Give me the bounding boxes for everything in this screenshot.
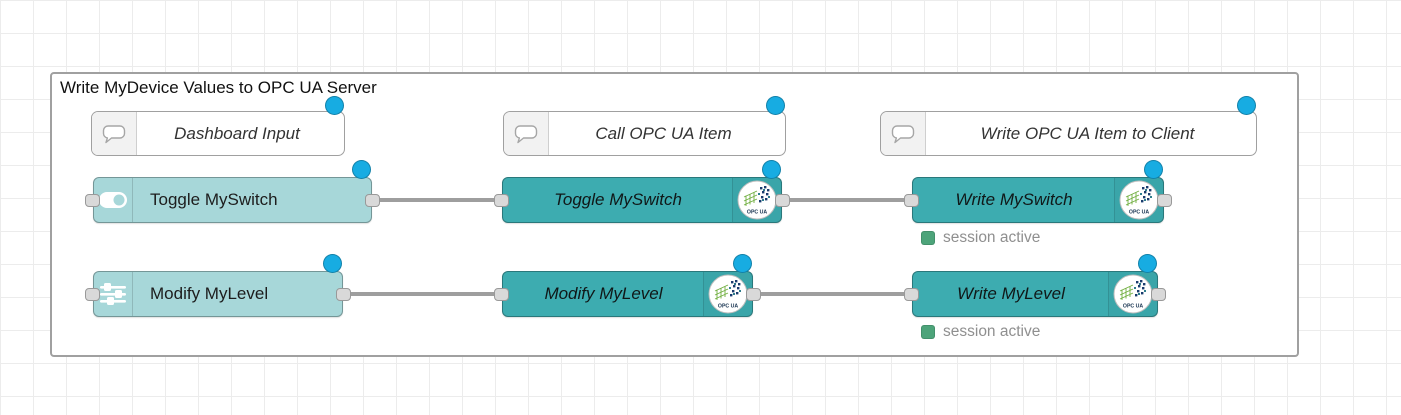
output-port[interactable] (1157, 194, 1172, 207)
opcua-logo-icon: OPC UA (1108, 272, 1157, 316)
node-opcua-item-toggle-myswitch[interactable]: Toggle MySwitch OPC UA (502, 177, 782, 223)
output-port[interactable] (1151, 288, 1166, 301)
node-changed-indicator (762, 160, 781, 179)
sliders-icon (94, 272, 133, 316)
comment-bubble-icon (92, 112, 137, 155)
wire-level-ui-to-opcua[interactable] (341, 292, 503, 296)
node-label: Write MyLevel (957, 284, 1065, 303)
comment-node-dashboard-input[interactable]: Dashboard Input (91, 111, 345, 156)
node-changed-indicator (1138, 254, 1157, 273)
comment-node-write-opcua-item-to-client[interactable]: Write OPC UA Item to Client (880, 111, 1257, 156)
node-label: Write MySwitch (955, 190, 1073, 209)
opcua-logo-icon: OPC UA (703, 272, 752, 316)
node-label: Modify MyLevel (544, 284, 663, 303)
node-label: Toggle MySwitch (150, 190, 278, 209)
output-port[interactable] (746, 288, 761, 301)
opcua-badge-text: OPC UA (718, 304, 738, 310)
node-changed-indicator (1144, 160, 1163, 179)
comment-node-call-opcua-item[interactable]: Call OPC UA Item (503, 111, 786, 156)
input-port[interactable] (85, 288, 100, 301)
node-changed-indicator (733, 254, 752, 273)
node-changed-indicator (1237, 96, 1256, 115)
node-changed-indicator (325, 96, 344, 115)
input-port[interactable] (85, 194, 100, 207)
node-label: Toggle MySwitch (554, 190, 682, 209)
input-port[interactable] (904, 194, 919, 207)
wire-toggle-opcua-to-write[interactable] (780, 198, 914, 202)
node-ui-switch-toggle-myswitch[interactable]: Toggle MySwitch (93, 177, 372, 223)
node-status-session-active: session active (921, 323, 1040, 341)
status-dot-icon (921, 231, 935, 245)
wire-level-opcua-to-write[interactable] (751, 292, 913, 296)
status-text: session active (943, 229, 1041, 246)
node-changed-indicator (766, 96, 785, 115)
group-label: Write MyDevice Values to OPC UA Server (60, 78, 377, 97)
opcua-logo-icon: OPC UA (1114, 178, 1163, 222)
node-opcua-write-myswitch[interactable]: Write MySwitch OPC UA (912, 177, 1164, 223)
node-status-session-active: session active (921, 229, 1040, 247)
opcua-logo-icon: OPC UA (732, 178, 781, 222)
node-changed-indicator (352, 160, 371, 179)
status-dot-icon (921, 325, 935, 339)
node-label: Modify MyLevel (150, 284, 269, 303)
comment-label: Write OPC UA Item to Client (980, 123, 1195, 143)
output-port[interactable] (336, 288, 351, 301)
node-changed-indicator (323, 254, 342, 273)
output-port[interactable] (775, 194, 790, 207)
comment-label: Call OPC UA Item (595, 123, 732, 143)
node-opcua-write-mylevel[interactable]: Write MyLevel OPC UA (912, 271, 1158, 317)
comment-bubble-icon (504, 112, 549, 155)
opcua-badge-text: OPC UA (1123, 304, 1143, 310)
node-opcua-item-modify-mylevel[interactable]: Modify MyLevel OPC UA (502, 271, 753, 317)
input-port[interactable] (494, 288, 509, 301)
comment-label: Dashboard Input (174, 123, 300, 143)
opcua-badge-text: OPC UA (1129, 210, 1149, 216)
toggle-switch-icon (94, 178, 133, 222)
status-text: session active (943, 323, 1041, 340)
opcua-badge-text: OPC UA (747, 210, 767, 216)
input-port[interactable] (904, 288, 919, 301)
wire-toggle-ui-to-opcua[interactable] (370, 198, 502, 202)
comment-bubble-icon (881, 112, 926, 155)
node-ui-slider-modify-mylevel[interactable]: Modify MyLevel (93, 271, 343, 317)
input-port[interactable] (494, 194, 509, 207)
output-port[interactable] (365, 194, 380, 207)
